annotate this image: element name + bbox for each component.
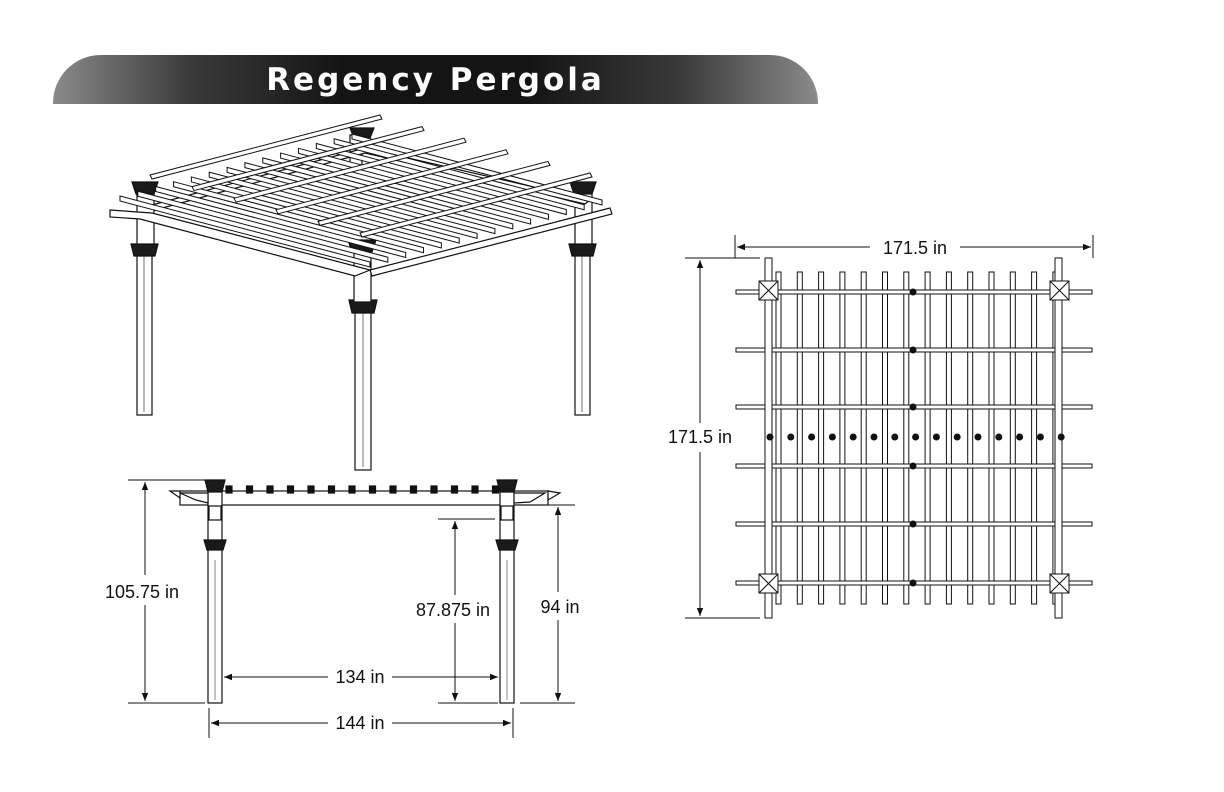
front-elevation — [168, 479, 562, 704]
top-fastener — [909, 288, 917, 296]
dim-inner-span: 134 in — [335, 667, 384, 687]
top-fastener — [787, 433, 795, 441]
front-dimension-lines — [128, 479, 575, 738]
front-rafter-ends — [225, 485, 500, 494]
dim-outer-span: 144 in — [335, 713, 384, 733]
top-fastener — [1057, 433, 1065, 441]
iso-rafter — [119, 195, 371, 268]
top-rafter — [775, 271, 782, 605]
iso-purlins — [149, 114, 593, 238]
top-rafter — [967, 271, 974, 605]
iso-purlin — [359, 172, 593, 238]
dim-post-height: 94 in — [540, 597, 579, 617]
iso-posts — [136, 134, 591, 471]
dim-top-width: 171.5 in — [883, 238, 947, 258]
top-rafter — [988, 271, 995, 605]
top-fastener — [1036, 433, 1044, 441]
top-fastener — [766, 433, 774, 441]
top-rafter — [860, 271, 867, 605]
front-rafter-end — [368, 485, 377, 494]
front-rafter-end — [307, 485, 315, 494]
top-fastener — [870, 433, 878, 441]
front-rafter-end — [245, 485, 254, 494]
dim-clearance-height: 87.875 in — [416, 600, 490, 620]
top-rafter — [796, 271, 803, 605]
top-view — [735, 257, 1093, 619]
iso-purlin — [149, 114, 383, 180]
front-rafter-end — [225, 485, 233, 494]
top-rafter — [1009, 271, 1016, 605]
isometric-view — [109, 114, 613, 471]
page-title: Regency Pergola — [266, 62, 605, 98]
top-fasteners — [766, 288, 1065, 587]
iso-purlin — [233, 137, 467, 203]
top-fastener — [1016, 433, 1024, 441]
title-banner: Regency Pergola — [53, 55, 818, 104]
front-rafter-end — [266, 485, 274, 494]
top-fastener — [828, 433, 836, 441]
top-fastener — [891, 433, 899, 441]
front-rafter-end — [327, 485, 336, 494]
top-fastener — [912, 433, 920, 441]
front-rafter-end — [471, 485, 479, 494]
dim-overall-height: 105.75 in — [105, 582, 179, 602]
top-fastener — [974, 433, 982, 441]
top-fastener — [909, 462, 917, 470]
top-rafter — [924, 271, 931, 605]
top-fastener — [909, 403, 917, 411]
front-rafter-end — [450, 485, 459, 494]
top-fastener — [909, 520, 917, 528]
top-corner-posts — [758, 280, 1070, 594]
iso-rafter — [155, 185, 407, 259]
top-fastener — [953, 433, 961, 441]
front-rafter-end — [286, 485, 295, 494]
front-rafter-end — [389, 485, 397, 494]
iso-rafter — [137, 190, 389, 263]
top-fastener — [808, 433, 816, 441]
front-rafter-end — [491, 485, 500, 494]
top-rafter — [903, 271, 910, 605]
front-rafter-end — [409, 485, 418, 494]
top-rafter — [839, 271, 846, 605]
top-rafter — [945, 271, 952, 605]
iso-purlin — [317, 160, 551, 226]
top-fastener — [932, 433, 940, 441]
top-rafter — [1031, 271, 1038, 605]
top-rafter — [882, 271, 888, 605]
top-fastener — [909, 579, 917, 587]
top-rafter — [818, 271, 825, 605]
front-rafter-end — [348, 485, 356, 494]
iso-purlin — [275, 149, 509, 215]
top-fastener — [995, 433, 1003, 441]
iso-purlin — [191, 126, 425, 192]
top-rafters — [775, 271, 1059, 605]
dim-top-depth: 171.5 in — [668, 427, 732, 447]
top-fastener — [909, 346, 917, 354]
front-rafter-end — [430, 485, 438, 494]
top-dimension-lines — [685, 235, 1094, 619]
top-fastener — [849, 433, 857, 441]
